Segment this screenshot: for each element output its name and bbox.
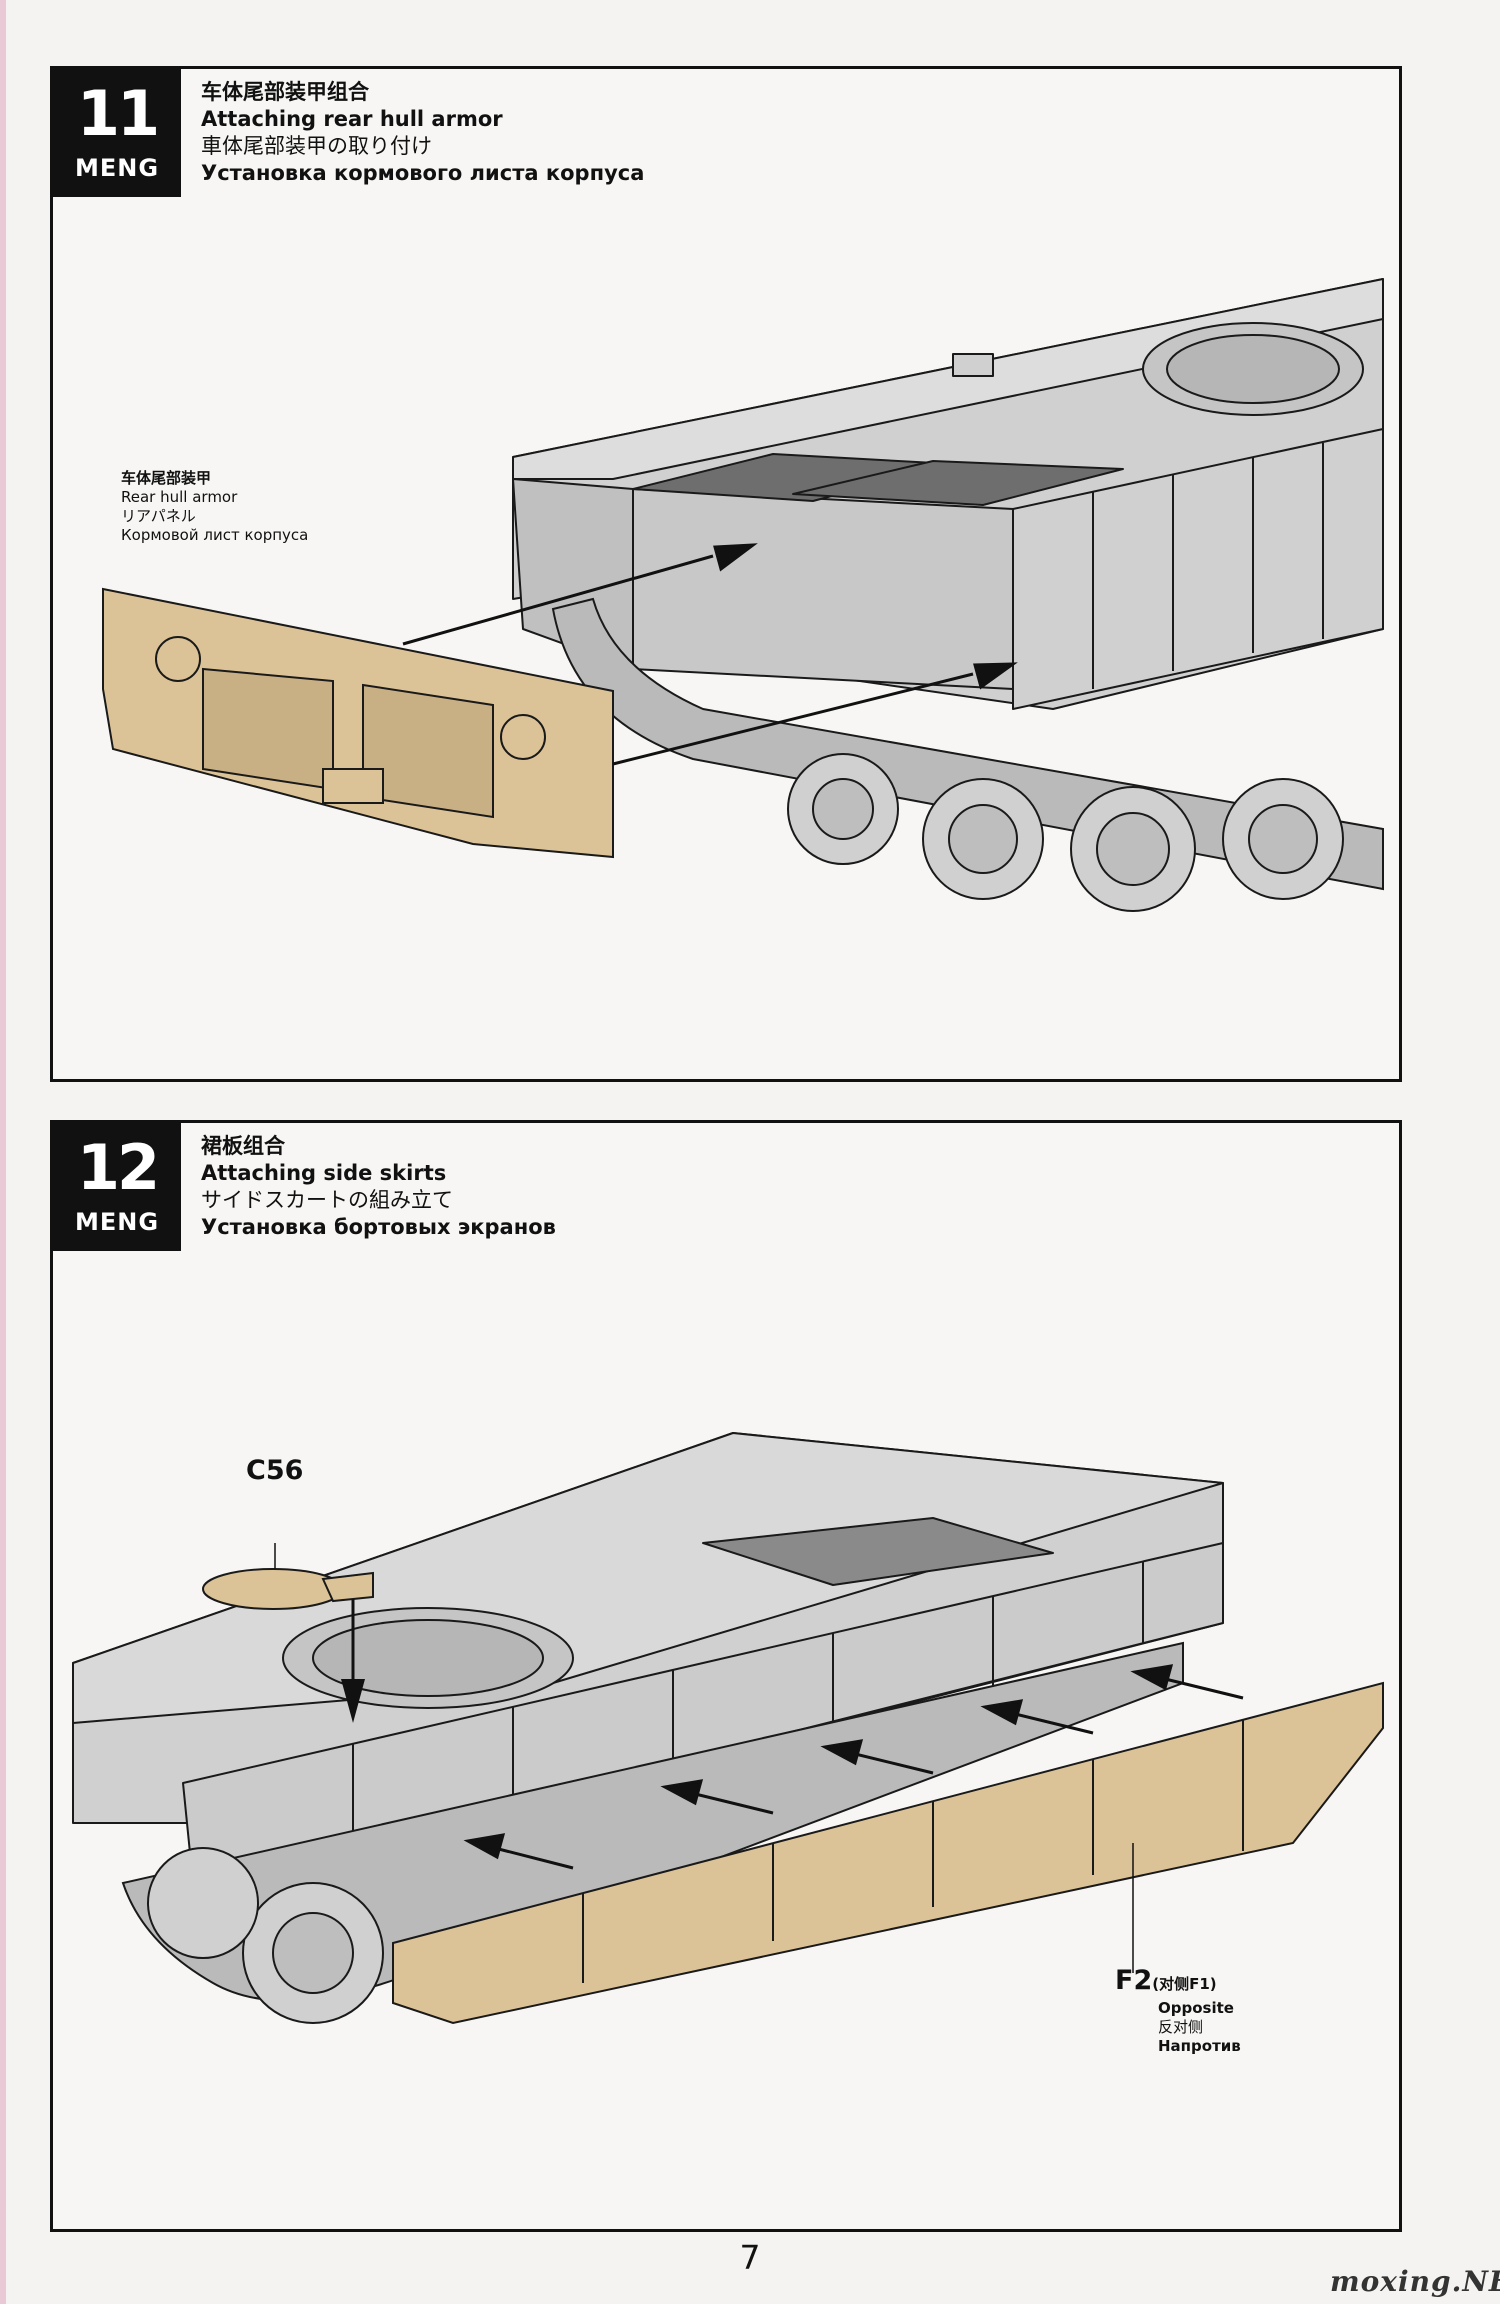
step-12-panel: 12 MENG 裙板组合 Attaching side skirts サイドスカ…: [50, 1120, 1402, 2232]
part-label-c56: C56: [246, 1455, 304, 1486]
callout-en: Rear hull armor: [121, 488, 238, 506]
c56-hatch-part: [202, 1568, 374, 1610]
step-badge: 12 MENG: [53, 1123, 181, 1251]
step-title: 车体尾部装甲组合 Attaching rear hull armor 車体尾部装…: [201, 79, 644, 187]
part-label-f2: F2(对侧F1): [1115, 1965, 1217, 1996]
opposite-zh: 反对侧: [1158, 2018, 1204, 2036]
title-jp: サイドスカートの組み立て: [201, 1188, 453, 1212]
step-11-panel: 11 MENG 车体尾部装甲组合 Attaching rear hull arm…: [50, 66, 1402, 1082]
side-skirts-illustration: [72, 1432, 1384, 2025]
track-wheels: [121, 1641, 1184, 2024]
brand-logo: MENG: [74, 1208, 160, 1236]
step-title: 裙板组合 Attaching side skirts サイドスカートの組み立て …: [201, 1133, 556, 1241]
rear-hull-illustration: [102, 278, 1384, 912]
title-en: Attaching rear hull armor: [201, 107, 503, 131]
title-ru: Установка кормового листа корпуса: [201, 161, 645, 185]
hull-body: [512, 278, 1384, 710]
callout-zh: 车体尾部装甲: [121, 469, 212, 487]
opposite-en: Opposite: [1158, 1999, 1234, 2017]
step-number: 11: [76, 77, 160, 150]
title-jp: 車体尾部装甲の取り付け: [201, 134, 432, 158]
step-badge: 11 MENG: [53, 69, 181, 197]
assembly-arrows: [463, 1664, 1244, 1870]
step-number: 12: [76, 1131, 160, 1204]
callout-jp: リアパネル: [121, 507, 196, 525]
page-edge: [0, 0, 6, 2304]
c56-arrow-head: [341, 1679, 365, 1723]
track-wheels: [551, 597, 1384, 912]
page-number: 7: [739, 2238, 761, 2277]
part-code-f2: F2: [1115, 1965, 1153, 1996]
part-note-f1: (对侧F1): [1152, 1975, 1217, 1993]
brand-logo: MENG: [74, 154, 160, 182]
watermark: moxing.NET: [1330, 2265, 1500, 2298]
title-ru: Установка бортовых экранов: [201, 1215, 556, 1239]
hull-body: [72, 1432, 1224, 1884]
title-zh: 车体尾部装甲组合: [201, 80, 369, 104]
callout-ru: Кормовой лист корпуса: [121, 526, 309, 544]
assembly-arrows: [402, 543, 1018, 766]
title-zh: 裙板组合: [201, 1134, 285, 1158]
f2-side-skirt-part: [392, 1681, 1384, 2025]
opposite-ru: Напротив: [1158, 2037, 1241, 2055]
title-en: Attaching side skirts: [201, 1161, 447, 1185]
rear-hull-armor-part: [102, 587, 614, 859]
